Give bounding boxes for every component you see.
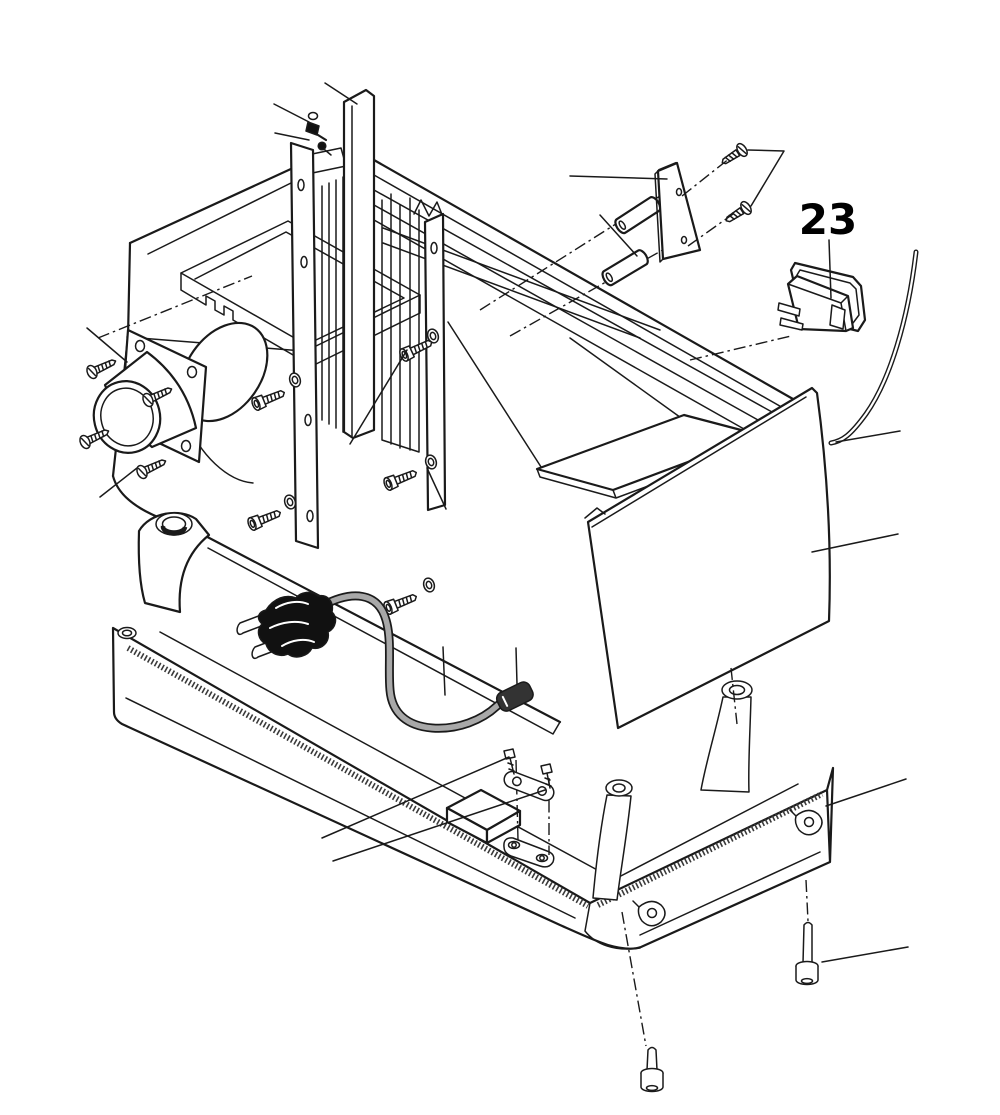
clamp-screw: [540, 763, 553, 789]
leader-line: [273, 103, 310, 123]
leader-line: [599, 214, 638, 257]
leader-line: [99, 467, 138, 498]
corner-boss: [700, 680, 753, 793]
leader-line: [86, 327, 128, 363]
center-line: [689, 335, 792, 361]
blade-bar: [342, 88, 376, 440]
callout-leader: [828, 239, 832, 299]
base-serration: [596, 791, 824, 908]
spacer-pin: [612, 194, 664, 237]
leader-line: [569, 175, 668, 180]
bracket-screw: [717, 141, 751, 170]
callout-23-label: 23: [799, 195, 857, 244]
corner-boss: [592, 779, 633, 901]
center-line: [687, 213, 734, 247]
power-cord-assembly: [236, 591, 534, 733]
bracket-screw: [721, 199, 755, 228]
housing-frame: [111, 158, 795, 735]
leader-line: [747, 149, 785, 207]
base-screw: [640, 1046, 664, 1093]
center-line: [97, 275, 253, 339]
mounting-bracket: [479, 141, 785, 337]
power-cord: [317, 591, 511, 733]
guide-plate-right: [423, 212, 447, 512]
leader-line: [426, 467, 447, 510]
mains-plug: [257, 591, 337, 658]
bar-clamp-screw: [273, 82, 358, 156]
guide-plate-left: [289, 141, 320, 550]
power-switch: 23: [689, 195, 867, 361]
center-line: [805, 879, 809, 922]
leader-line: [321, 756, 510, 839]
leader-line: [332, 789, 546, 862]
leader-line: [811, 533, 899, 553]
rocker: [829, 304, 846, 330]
switch-wire: [828, 249, 919, 446]
clamp-screw: [503, 748, 516, 775]
rim-break-mark: [413, 199, 444, 218]
leader-line: [821, 946, 909, 963]
clamp-assembly: [321, 748, 555, 868]
base: [111, 626, 907, 950]
leader-line: [442, 646, 446, 696]
leader-line: [515, 647, 518, 685]
leader-line: [825, 778, 907, 807]
base-screws: [621, 879, 909, 1093]
center-line: [621, 911, 647, 1047]
leader-line: [324, 82, 358, 105]
base-screw: [795, 921, 819, 986]
center-line: [681, 157, 731, 197]
keyhole: [632, 900, 666, 927]
center-line: [479, 195, 661, 311]
leader-line: [274, 132, 310, 141]
strain-relief: [495, 681, 534, 712]
terminal: [779, 317, 804, 331]
leader-line: [835, 430, 901, 443]
cable-clamp: [503, 770, 555, 802]
panel-screws: [245, 326, 447, 617]
keyhole: [789, 809, 823, 836]
center-line: [730, 667, 738, 725]
rear-cover: [584, 386, 899, 730]
clamp-seat: [503, 837, 555, 868]
switch-body: [777, 274, 855, 333]
leader-line: [349, 349, 408, 445]
spacer-pin: [599, 247, 652, 289]
terminal: [777, 302, 801, 317]
machine-foot: [137, 511, 211, 614]
